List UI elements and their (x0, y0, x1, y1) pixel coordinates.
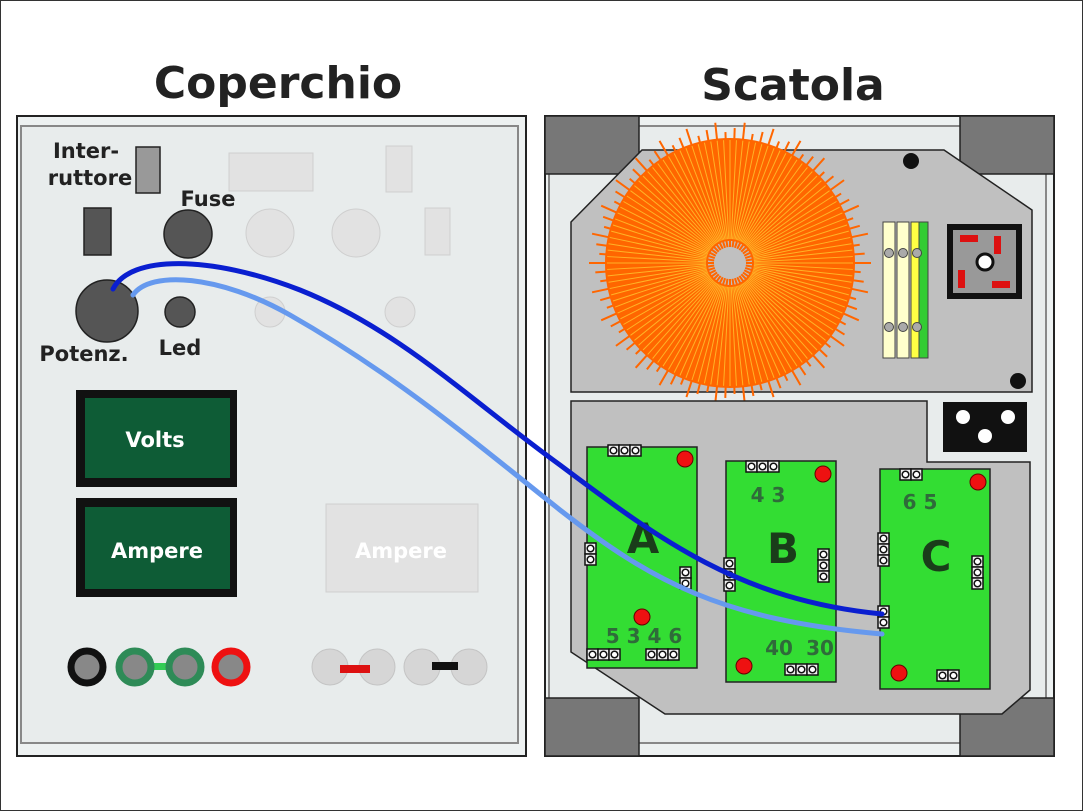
ghost-rect-1 (228, 152, 314, 192)
ghost-ampere-label: Ampere (355, 539, 447, 563)
ghost-black-jumper (432, 662, 458, 670)
ghost-red-jumper (340, 665, 370, 673)
wire-dark-blue (110, 261, 885, 617)
ghost-circle-2 (331, 208, 381, 258)
ghost-ampere-meter: Ampere (325, 503, 479, 593)
board-b-connector-bottom (784, 663, 819, 676)
volts-meter-label: Volts (125, 428, 184, 452)
corner-post-tl (544, 115, 640, 175)
board-b-pins-bottom-right: 30 (806, 636, 834, 660)
board-b-led-2 (735, 657, 753, 675)
board-c-led-1 (969, 473, 987, 491)
fuse-holder (163, 209, 213, 259)
board-a-led-1 (676, 450, 694, 468)
mounting-hole-1 (903, 153, 919, 169)
board-c: C 6 5 (877, 468, 991, 690)
ghost-rect-2 (385, 145, 413, 193)
terminal-jumper (140, 663, 186, 670)
board-c-connector-bottom (936, 669, 960, 682)
corner-post-bl (544, 697, 640, 757)
switch-body (83, 207, 112, 256)
board-b-connector-right (817, 548, 830, 583)
pot-label: Potenz. (39, 342, 128, 366)
power-switch[interactable] (135, 146, 161, 194)
ghost-circle-4 (384, 296, 416, 328)
ghost-rect-3 (424, 207, 451, 256)
board-a-led-2 (633, 608, 651, 626)
board-a-pins-bottom: 5 3 4 6 (606, 624, 683, 648)
mains-inlet-socket (947, 224, 1022, 299)
switch-label-line1: Inter- (53, 139, 119, 163)
board-c-connector-left (877, 532, 890, 567)
wire-light-blue (130, 277, 885, 637)
volts-meter: Volts (76, 390, 237, 487)
output-socket (943, 402, 1027, 452)
ampere-meter-label: Ampere (111, 539, 203, 563)
board-a-connector-top (607, 444, 642, 457)
ampere-meter: Ampere (76, 498, 237, 597)
board-c-connector-left-lower (877, 605, 890, 629)
board-c-connector-right (971, 555, 984, 590)
board-b-pins-top: 4 3 (751, 483, 786, 507)
black-terminal[interactable] (67, 647, 107, 687)
box-panel: A 5 3 4 6 B 4 3 40 30 C (544, 115, 1055, 757)
board-b-connector-top (745, 460, 780, 473)
toroidal-transformer (589, 122, 871, 404)
ghost-circle-1 (245, 208, 295, 258)
board-c-label: C (921, 532, 952, 581)
led-label: Led (159, 336, 202, 360)
board-b-pins-bottom-left: 40 (765, 636, 793, 660)
board-c-pins-top: 6 5 (903, 490, 938, 514)
green-terminal-1[interactable] (115, 647, 155, 687)
mounting-hole-2 (1010, 373, 1026, 389)
board-a: A 5 3 4 6 (584, 444, 698, 669)
led-indicator (164, 296, 196, 328)
fuse-label: Fuse (181, 187, 236, 211)
box-title: Scatola (701, 60, 885, 111)
board-b-led-1 (814, 465, 832, 483)
green-terminal-2[interactable] (165, 647, 205, 687)
board-a-label: A (627, 514, 660, 563)
lid-title: Coperchio (154, 58, 402, 109)
terminal-strip (882, 221, 929, 359)
board-a-connector-left (584, 542, 597, 566)
board-a-connector-bottom-1 (586, 648, 621, 661)
red-terminal[interactable] (211, 647, 251, 687)
board-a-connector-bottom-2 (645, 648, 680, 661)
board-c-connector-top (899, 468, 923, 481)
board-c-led-2 (890, 664, 908, 682)
switch-label-line2: ruttore (48, 166, 132, 190)
lid-panel: Inter- ruttore Fuse Potenz. Led Volts Am… (16, 115, 527, 757)
board-b: B 4 3 40 30 (723, 460, 837, 683)
potentiometer-knob[interactable] (75, 279, 139, 343)
corner-post-tr (959, 115, 1055, 175)
board-b-label: B (767, 524, 799, 573)
